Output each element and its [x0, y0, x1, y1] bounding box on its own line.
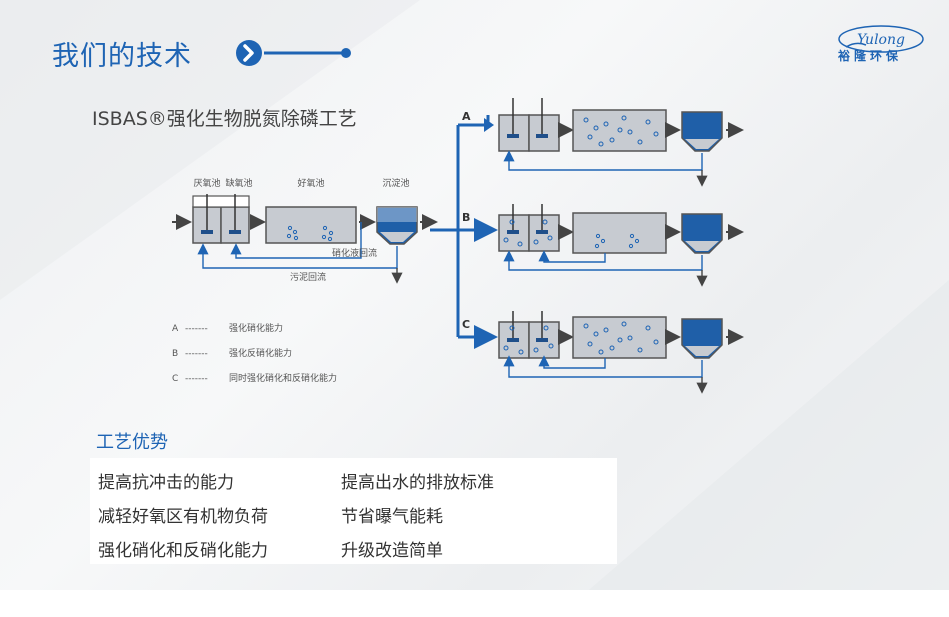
tank-label-settling: 沉淀池 [382, 177, 409, 189]
branch-c-process [498, 311, 744, 394]
company-logo: Yulong [838, 25, 924, 53]
legend: A ------- 强化硝化能力 B ------- 强化反硝化能力 C ---… [172, 322, 337, 384]
advantage-item: 强化硝化和反硝化能力 [98, 541, 268, 561]
legend-key-c: C [172, 374, 178, 384]
branch-b-process [498, 204, 744, 287]
tank-label-anoxic: 缺氧池 [225, 177, 252, 189]
branch-label-b: B [462, 211, 470, 224]
return-label-nitrate: 硝化液回流 [332, 247, 377, 259]
advantage-item: 提高出水的排放标准 [341, 473, 494, 493]
page-title: 我们的技术 [52, 41, 192, 72]
legend-text-b: 强化反硝化能力 [229, 347, 292, 359]
arrow-decoration [236, 40, 351, 66]
chevron-right-icon [236, 40, 262, 66]
advantage-item: 提高抗冲击的能力 [98, 473, 234, 493]
legend-key-b: B [172, 349, 178, 359]
process-subtitle: ISBAS®强化生物脱氮除磷工艺 [92, 108, 357, 130]
legend-key-a: A [172, 324, 179, 334]
advantage-item: 节省曝气能耗 [341, 507, 443, 527]
advantages-title: 工艺优势 [96, 432, 168, 453]
return-label-sludge: 污泥回流 [290, 271, 326, 283]
logo-text: 裕隆环保 [838, 49, 903, 63]
legend-dash-a: ------- [185, 324, 208, 334]
legend-text-c: 同时强化硝化和反硝化能力 [229, 372, 337, 384]
tank-label-anaerobic: 厌氧池 [193, 177, 220, 189]
branch-label-c: C [462, 318, 470, 331]
branch-label-a: A [462, 110, 471, 123]
branch-distributor: A B C [430, 110, 498, 349]
legend-dash-c: ------- [185, 374, 208, 384]
branch-a-process [498, 98, 744, 187]
main-process: 厌氧池 缺氧池 好氧池 沉淀池 硝化液回流 污泥回流 [172, 177, 438, 284]
advantage-item: 升级改造简单 [341, 541, 443, 561]
svg-text:Yulong: Yulong [857, 32, 905, 48]
legend-text-a: 强化硝化能力 [229, 322, 283, 334]
tank-label-aerobic: 好氧池 [297, 177, 324, 189]
process-diagram: 厌氧池 缺氧池 好氧池 沉淀池 硝化液回流 污泥回流 [172, 98, 744, 394]
advantages-panel: 提高抗冲击的能力 提高出水的排放标准 减轻好氧区有机物负荷 节省曝气能耗 强化硝… [90, 458, 617, 564]
legend-dash-b: ------- [185, 349, 208, 359]
advantage-item: 减轻好氧区有机物负荷 [98, 507, 268, 527]
